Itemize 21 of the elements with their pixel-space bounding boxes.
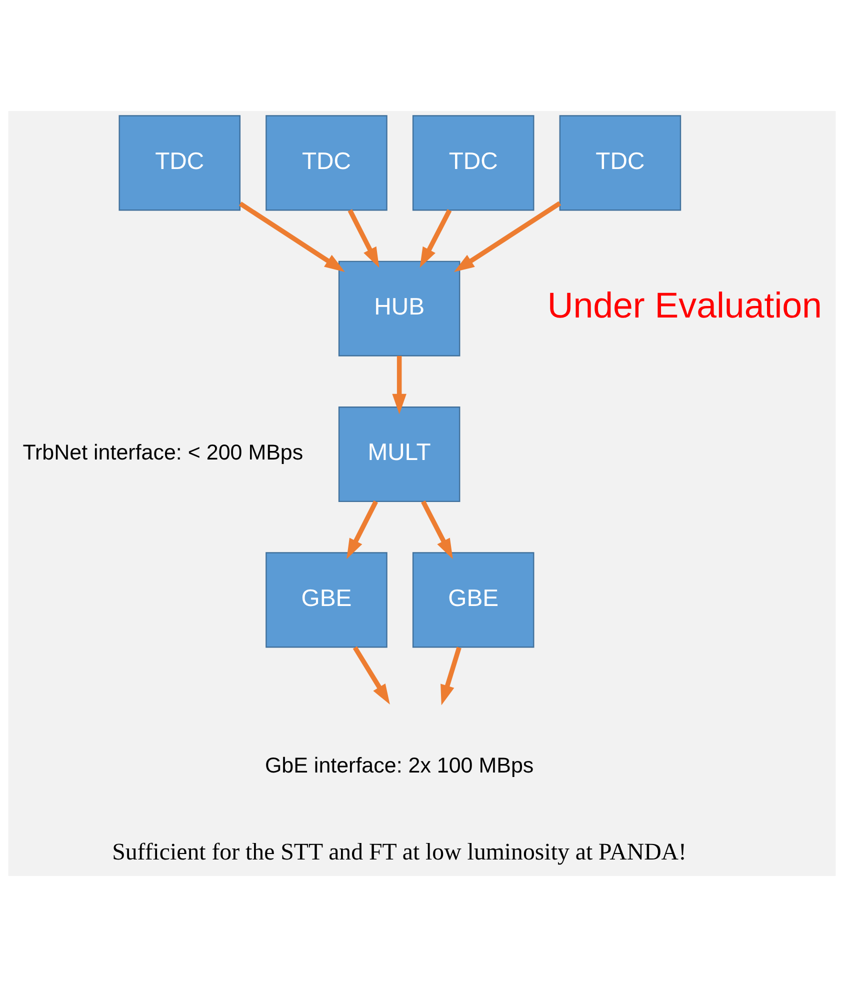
arrow: [392, 356, 406, 414]
node-box: TDC: [118, 115, 241, 211]
label: Under Evaluation: [547, 286, 822, 326]
arrow: [440, 646, 462, 706]
node-box: MULT: [338, 406, 460, 502]
node-box: GBE: [266, 552, 388, 648]
arrow: [454, 201, 562, 272]
arrow: [348, 209, 380, 268]
arrow: [352, 646, 390, 705]
node-box: HUB: [338, 260, 460, 356]
arrow: [346, 500, 378, 560]
arrow: [420, 209, 452, 268]
node-box: TDC: [559, 115, 682, 211]
label: TrbNet interface: < 200 MBps: [22, 440, 304, 465]
label: GbE interface: 2x 100 MBps: [264, 754, 534, 778]
node-box: TDC: [412, 115, 534, 211]
node-box: TDC: [266, 115, 388, 211]
arrow: [421, 500, 453, 560]
arrow: [238, 202, 345, 272]
label: Sufficient for the STT and FT at low luminosity at PANDA!: [112, 839, 686, 866]
node-box: GBE: [412, 552, 534, 648]
